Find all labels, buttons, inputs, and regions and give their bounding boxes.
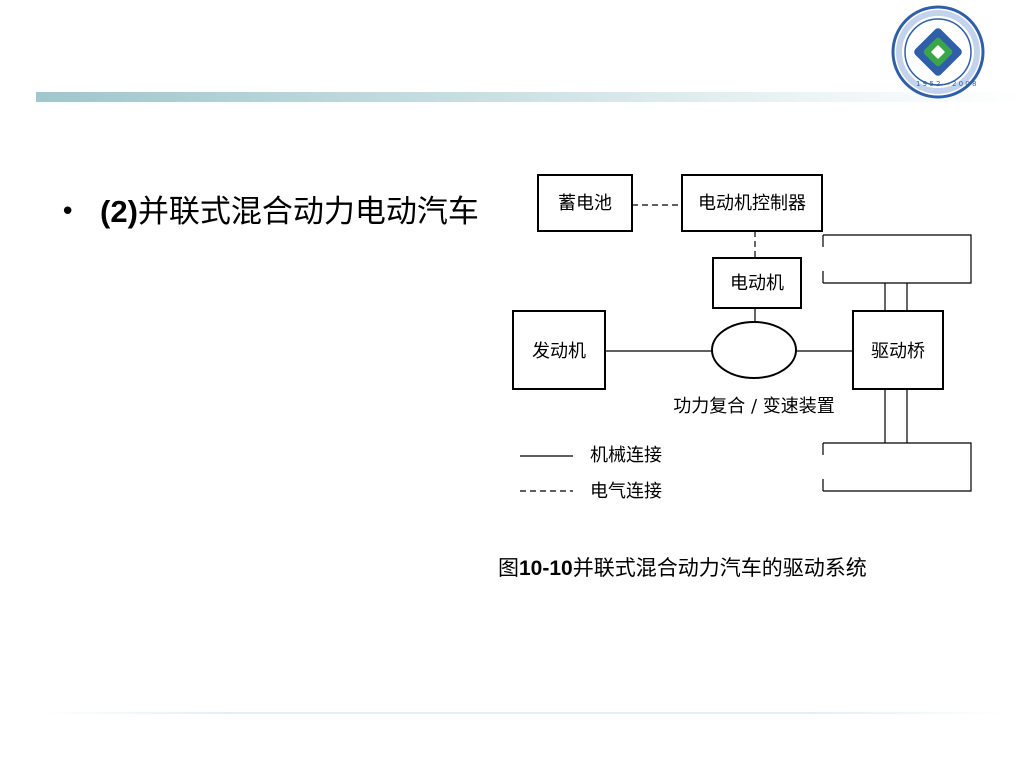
bullet-number: (2) (100, 194, 138, 229)
university-logo-seal: 1 9 5 2 — 2 0 0 8 (891, 5, 985, 99)
battery-box (537, 174, 633, 232)
battery-label: 蓄电池 (558, 193, 612, 214)
bullet-item: • (2)并联式混合动力电动汽车 (60, 190, 480, 234)
motor-controller-box (681, 174, 823, 232)
motor-label: 电动机 (730, 273, 784, 294)
legend-electrical-label: 电气连接 (590, 481, 662, 502)
legend-mechanical-label: 机械连接 (590, 445, 662, 466)
caption-figure-number: 10-10 (519, 557, 573, 580)
bullet-text: (2)并联式混合动力电动汽车 (100, 190, 480, 234)
drive-axle-box (852, 310, 944, 390)
bullet-title: 并联式混合动力电动汽车 (137, 194, 479, 230)
bullet-marker: • (60, 197, 76, 227)
header-rule (36, 92, 1024, 102)
power-coupler-label: 功力复合 / 变速装置 (673, 396, 835, 417)
power-coupler-ellipse (711, 321, 797, 379)
motor-box (712, 257, 802, 309)
engine-label: 发动机 (532, 341, 586, 362)
footer-rule (40, 712, 1004, 714)
wheel-bottom (822, 442, 972, 492)
caption-title: 并联式混合动力汽车的驱动系统 (572, 556, 867, 580)
engine-box (512, 310, 606, 390)
drive-axle-label: 驱动桥 (871, 341, 925, 362)
svg-text:1 9 5 2 — 2 0 0 8: 1 9 5 2 — 2 0 0 8 (916, 80, 976, 88)
wheel-top (822, 234, 972, 284)
motor-controller-label: 电动机控制器 (698, 193, 806, 214)
figure-caption: 图10-10并联式混合动力汽车的驱动系统 (498, 554, 968, 583)
parallel-hybrid-diagram: 蓄电池 电动机控制器 电动机 发动机 功力复合 / 变速装置 驱动桥 机械连接 (512, 174, 972, 502)
caption-prefix: 图 (498, 556, 519, 580)
